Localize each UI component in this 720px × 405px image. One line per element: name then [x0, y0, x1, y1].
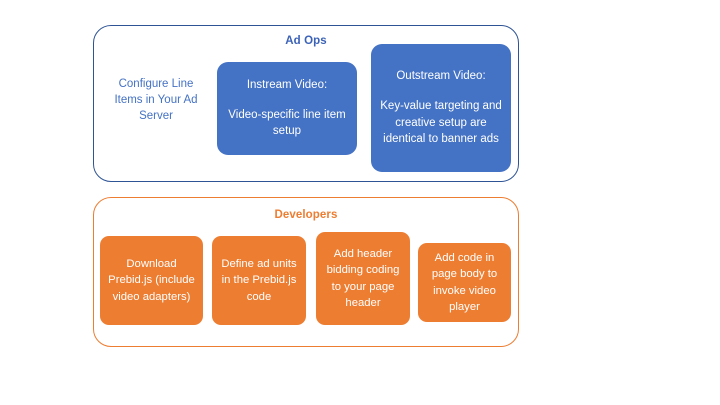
box-define-ad-units-body: Define ad units in the Prebid.js code [221, 257, 297, 303]
box-add-page-body-code: Add code in page body to invoke video pl… [418, 243, 511, 322]
group-title-ad-ops: Ad Ops [285, 35, 327, 47]
box-instream-video-body: Video-specific line item setup [228, 108, 346, 138]
box-download-prebid-body: Download Prebid.js (include video adapte… [108, 257, 195, 303]
box-define-ad-units: Define ad units in the Prebid.js code [212, 236, 306, 325]
box-outstream-video-body: Key-value targeting and creative setup a… [380, 99, 502, 146]
box-add-header-bidding: Add header bidding coding to your page h… [316, 232, 410, 325]
box-add-header-bidding-body: Add header bidding coding to your page h… [326, 247, 400, 309]
group-title-developers: Developers [274, 209, 338, 221]
text-configure-line-items: Configure Line Items in Your Ad Server [114, 77, 198, 123]
box-outstream-video: Outstream Video: Key-value targeting and… [371, 44, 511, 172]
box-outstream-video-heading: Outstream Video: [396, 70, 486, 83]
box-instream-video: Instream Video: Video-specific line item… [217, 62, 357, 155]
box-add-page-body-code-body: Add code in page body to invoke video pl… [431, 251, 498, 313]
box-download-prebid: Download Prebid.js (include video adapte… [100, 236, 203, 325]
box-instream-video-heading: Instream Video: [246, 78, 328, 91]
